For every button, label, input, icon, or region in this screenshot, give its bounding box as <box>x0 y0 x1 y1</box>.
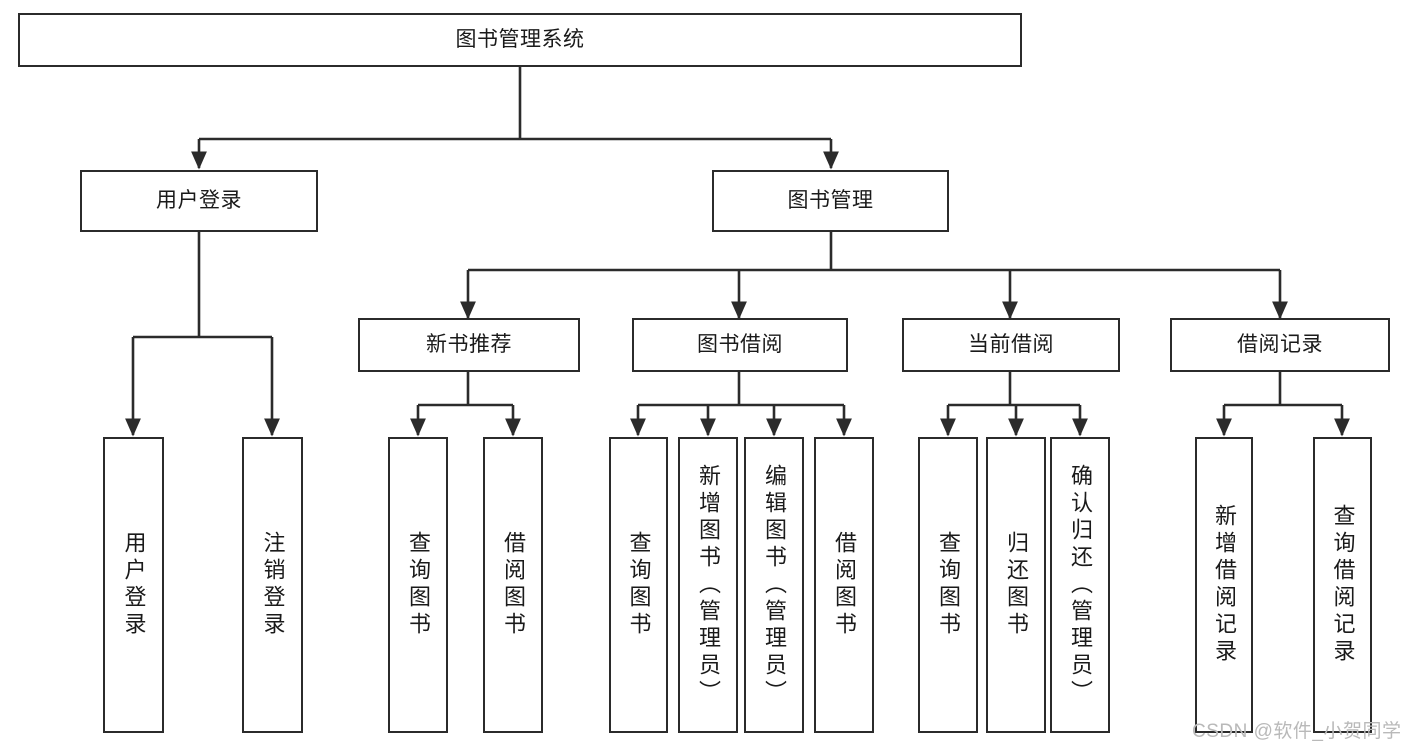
node-leaf-borrow-book-recommend[interactable]: 借阅图书 <box>483 437 543 733</box>
node-book-management-system[interactable]: 图书管理系统 <box>18 13 1022 67</box>
node-leaf-query-borrow-record[interactable]: 查询借阅记录 <box>1313 437 1372 733</box>
node-label: 确认归还（管理员） <box>1068 463 1093 707</box>
node-label: 借阅图书 <box>501 531 526 639</box>
node-current-borrow[interactable]: 当前借阅 <box>902 318 1120 372</box>
node-leaf-return-book[interactable]: 归还图书 <box>986 437 1046 733</box>
node-label: 用户登录 <box>121 531 147 639</box>
node-leaf-query-book-current[interactable]: 查询图书 <box>918 437 978 733</box>
node-user-login[interactable]: 用户登录 <box>80 170 318 232</box>
node-label: 用户登录 <box>156 188 242 212</box>
node-new-book-recommend[interactable]: 新书推荐 <box>358 318 580 372</box>
node-leaf-query-book-borrow[interactable]: 查询图书 <box>609 437 668 733</box>
node-leaf-add-book[interactable]: 新增图书（管理员） <box>678 437 738 733</box>
node-label: 当前借阅 <box>968 332 1054 356</box>
node-leaf-user-login[interactable]: 用户登录 <box>103 437 164 733</box>
node-label: 新增借阅记录 <box>1212 504 1237 666</box>
node-leaf-query-book-recommend[interactable]: 查询图书 <box>388 437 448 733</box>
node-book-management[interactable]: 图书管理 <box>712 170 949 232</box>
node-leaf-borrow-book[interactable]: 借阅图书 <box>814 437 874 733</box>
node-label: 图书借阅 <box>697 332 783 356</box>
node-label: 查询图书 <box>626 531 652 639</box>
node-leaf-logout-login[interactable]: 注销登录 <box>242 437 303 733</box>
node-leaf-add-borrow-record[interactable]: 新增借阅记录 <box>1195 437 1253 733</box>
node-label: 编辑图书（管理员） <box>762 463 787 707</box>
node-label: 查询图书 <box>406 531 431 639</box>
node-label: 归还图书 <box>1004 531 1029 639</box>
node-label: 图书管理系统 <box>455 27 585 51</box>
node-label: 借阅图书 <box>832 531 857 639</box>
node-label: 借阅记录 <box>1237 332 1323 356</box>
node-label: 注销登录 <box>260 531 286 639</box>
node-label: 新书推荐 <box>426 332 512 356</box>
node-leaf-confirm-return[interactable]: 确认归还（管理员） <box>1050 437 1110 733</box>
node-label: 新增图书（管理员） <box>696 463 721 707</box>
node-borrow-record[interactable]: 借阅记录 <box>1170 318 1390 372</box>
node-label: 查询借阅记录 <box>1330 504 1356 666</box>
node-label: 图书管理 <box>787 188 874 212</box>
node-leaf-edit-book[interactable]: 编辑图书（管理员） <box>744 437 804 733</box>
node-label: 查询图书 <box>936 531 961 639</box>
node-book-borrow[interactable]: 图书借阅 <box>632 318 848 372</box>
